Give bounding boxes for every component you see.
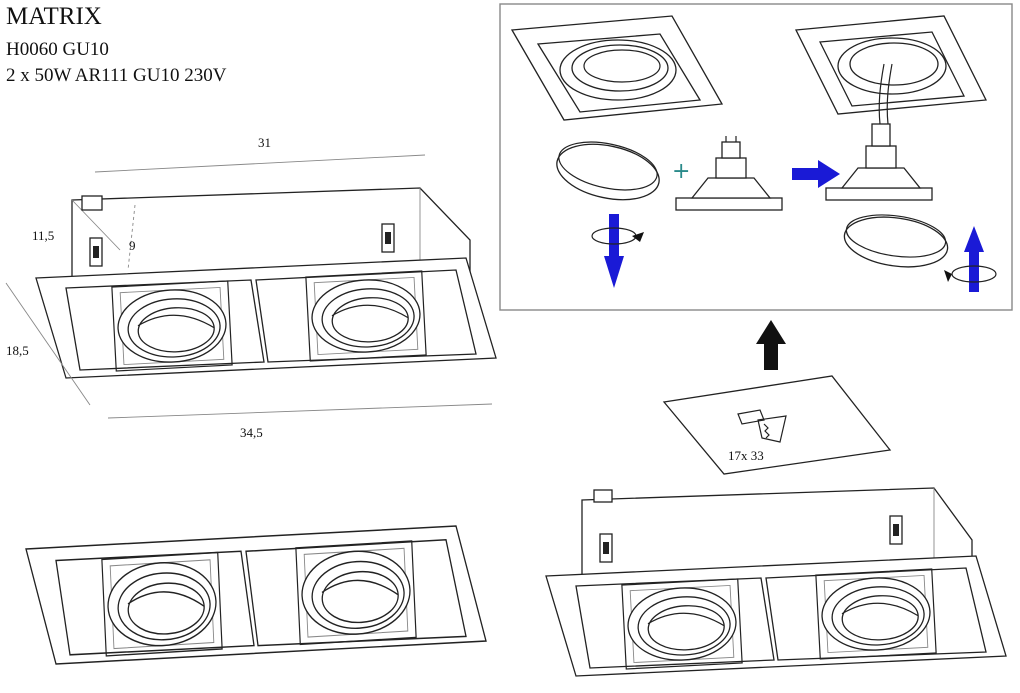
dim-line-height — [5, 282, 91, 406]
lamp-gu10-left — [675, 136, 783, 211]
lamp-gu10-right — [825, 123, 933, 201]
arrow-down-icon — [591, 214, 644, 288]
dim-cutout: 17x 33 — [728, 448, 764, 463]
arrow-up-icon — [944, 226, 997, 292]
fixture-front-view — [26, 526, 486, 664]
spec-line: 2 x 50W AR111 GU10 230V — [6, 65, 227, 86]
fixture-installed-view — [546, 487, 1006, 676]
arrow-right-icon — [792, 160, 840, 188]
brand-title: MATRIX — [6, 3, 102, 30]
retaining-ring-right — [843, 214, 949, 268]
plus-icon: + — [672, 159, 690, 184]
dim-width-top: 31 — [258, 135, 271, 150]
arrow-black-up-icon — [756, 320, 786, 370]
module-left — [510, 15, 724, 121]
retaining-ring-left — [556, 141, 660, 201]
dim-line-width-top — [94, 154, 426, 173]
dim-depth: 11,5 — [32, 228, 54, 243]
lamp-replacement-panel: + — [499, 3, 1013, 311]
dim-height: 18,5 — [6, 343, 29, 358]
model-code: H0060 GU10 — [6, 39, 109, 60]
dim-line-width-bottom — [107, 403, 493, 419]
module-right — [794, 15, 988, 125]
dim-width-bottom: 34,5 — [240, 425, 263, 440]
ceiling-cutout-board: 17x 33 — [662, 375, 892, 475]
dim-inner-depth: 9 — [129, 238, 136, 253]
dimensioned-fixture: 31 11,5 9 18,5 34,5 — [5, 135, 496, 440]
